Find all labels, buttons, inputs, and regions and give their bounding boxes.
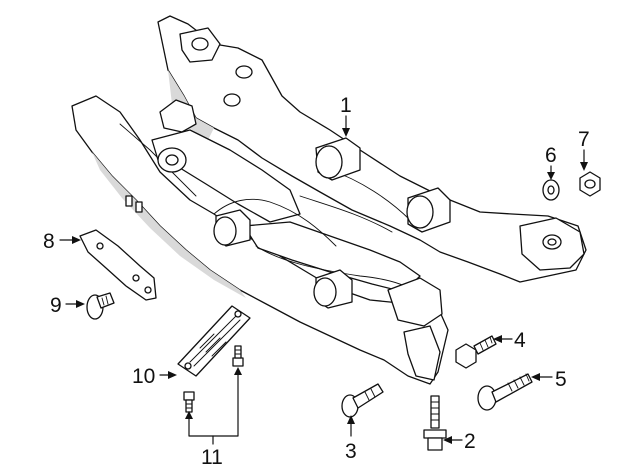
- subframe-crossmember: [71, 15, 587, 385]
- callout-10: 10: [132, 365, 155, 388]
- callout-11: 11: [201, 446, 223, 469]
- callout-6: 6: [545, 144, 557, 167]
- callout-2: 2: [464, 430, 476, 453]
- stud-bolt-part: [423, 395, 447, 451]
- flange-bolt-part: [86, 292, 115, 320]
- small-bolts-part: [183, 345, 244, 413]
- callout-1: 1: [340, 94, 352, 117]
- callout-3: 3: [345, 440, 357, 463]
- callout-7: 7: [578, 128, 590, 151]
- callout-8: 8: [43, 230, 55, 253]
- callout-9: 9: [50, 294, 62, 317]
- nut-part: [579, 171, 601, 197]
- bolt-3-part: [341, 383, 384, 418]
- bolt-4-part: [455, 335, 497, 369]
- callout-leaders: [59, 115, 588, 445]
- skid-plate-part: [177, 305, 251, 377]
- callout-5: 5: [555, 368, 567, 391]
- callout-4: 4: [514, 329, 526, 352]
- bushings: [213, 137, 451, 309]
- washer-part: [542, 179, 560, 201]
- bracket-plate-part: [79, 229, 157, 301]
- bolt-5-part: [477, 373, 533, 411]
